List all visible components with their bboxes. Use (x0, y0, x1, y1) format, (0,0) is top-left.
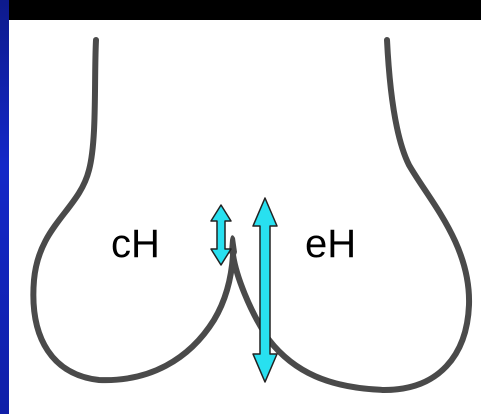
left-arrow-icon (211, 205, 231, 265)
right-arrow-icon (253, 198, 277, 382)
slide-left-band (0, 0, 9, 414)
bone-outline (33, 40, 469, 390)
notch-shading (229, 235, 237, 257)
diagram-canvas: cH eH (9, 20, 481, 414)
femur-outline-diagram (9, 20, 481, 414)
label-right: eH (305, 224, 356, 264)
top-band (0, 0, 481, 20)
label-left: cH (111, 224, 160, 264)
